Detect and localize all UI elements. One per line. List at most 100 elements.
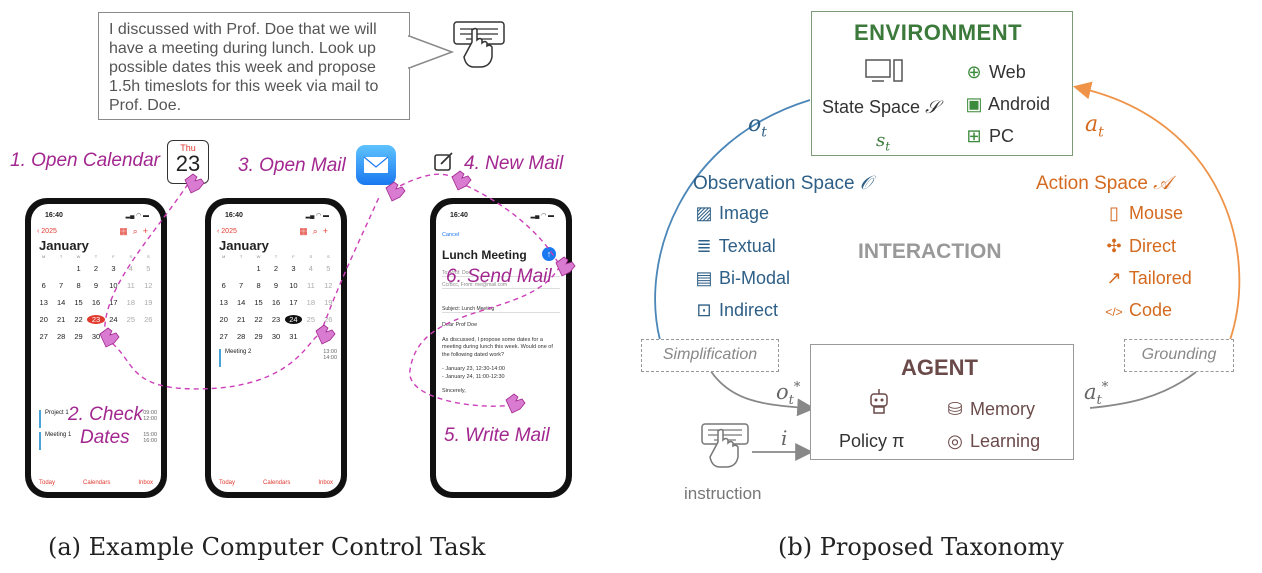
status-time: 16:40 <box>450 212 468 219</box>
calendar-day[interactable]: 16 <box>271 298 281 307</box>
calendar-day[interactable]: 29 <box>74 332 83 341</box>
mail-body[interactable]: Dear Prof Doe As discussed, I propose so… <box>442 322 560 396</box>
calendar-day[interactable]: 28 <box>236 332 246 341</box>
tab-today[interactable]: Today <box>39 480 56 486</box>
calendar-day[interactable]: 12 <box>324 281 333 290</box>
calendar-day[interactable]: 6 <box>221 281 226 290</box>
calendar-day[interactable]: 11 <box>306 281 315 290</box>
calendar-day[interactable]: 8 <box>76 281 81 290</box>
calendar-day[interactable]: 2 <box>273 264 279 273</box>
calendar-day[interactable]: 18 <box>126 298 136 307</box>
calendar-day[interactable]: 23 <box>87 315 105 324</box>
calendar-day[interactable]: 10 <box>109 281 118 290</box>
calendar-day[interactable]: 5 <box>326 264 331 273</box>
calendar-day[interactable]: 4 <box>128 264 133 273</box>
calendar-day[interactable]: 14 <box>56 298 66 307</box>
calendar-day[interactable]: 26 <box>324 315 333 324</box>
compose-icon[interactable] <box>432 150 456 174</box>
calendar-day[interactable]: 14 <box>236 298 246 307</box>
calendar-day[interactable]: 18 <box>306 298 316 307</box>
calendar-day[interactable]: 3 <box>291 264 296 273</box>
back-link[interactable]: ‹ 2025 <box>217 228 237 235</box>
ot-letter: o <box>748 112 762 137</box>
calendar-day[interactable]: 12 <box>144 281 153 290</box>
calendar-day[interactable]: 30 <box>271 332 281 341</box>
calendar-day[interactable]: 17 <box>289 298 298 307</box>
at-star-sup: * <box>1101 380 1109 395</box>
calendar-toolbar-icons[interactable]: ▦⌕+ <box>299 226 333 236</box>
weekday-label: M <box>42 254 46 259</box>
calendar-day[interactable]: 6 <box>41 281 46 290</box>
calendar-day[interactable]: 21 <box>56 315 66 324</box>
state-st: st <box>876 130 890 154</box>
calendar-day[interactable]: 15 <box>74 298 83 307</box>
calendar-day[interactable]: 1 <box>256 264 261 273</box>
calendar-day[interactable]: 25 <box>126 315 136 324</box>
calendar-day[interactable]: 13 <box>219 298 228 307</box>
to-field[interactable]: To: Prof. Doe <box>442 270 560 277</box>
calendar-day[interactable]: 11 <box>126 281 135 290</box>
calendar-day[interactable]: 20 <box>39 315 48 324</box>
at-star-letter: a <box>1084 380 1097 404</box>
calendar-day[interactable]: 25 <box>306 315 316 324</box>
calendar-day[interactable]: 31 <box>289 332 298 341</box>
calendar-day[interactable]: 29 <box>254 332 263 341</box>
calendar-day[interactable]: 13 <box>39 298 48 307</box>
calendar-day[interactable]: 22 <box>74 315 83 324</box>
calendar-day[interactable]: 3 <box>111 264 116 273</box>
event-start: 15:00 <box>143 432 157 438</box>
calendar-day[interactable]: 9 <box>273 281 279 290</box>
calendar-day[interactable]: 5 <box>146 264 151 273</box>
back-link[interactable]: ‹ 2025 <box>37 228 57 235</box>
at-letter: a <box>1085 112 1099 137</box>
cancel-button[interactable]: Cancel <box>442 232 460 238</box>
mail-subject-title: Lunch Meeting <box>442 248 527 262</box>
step-dates: Dates <box>80 427 130 448</box>
calendar-day[interactable]: 20 <box>219 315 228 324</box>
calendar-day[interactable]: 22 <box>254 315 263 324</box>
event-start: 13:00 <box>323 349 337 355</box>
calendar-day[interactable]: 30 <box>91 332 101 341</box>
obs-item-indirect: ⊡ Indirect <box>694 300 778 321</box>
calendar-day[interactable]: 19 <box>144 298 153 307</box>
env-item-label: PC <box>989 126 1015 146</box>
tab-calendars[interactable]: Calendars <box>263 480 291 486</box>
send-button[interactable]: ↑ <box>542 247 556 261</box>
calendar-day[interactable]: 23 <box>271 315 281 324</box>
mail-app-icon[interactable] <box>356 145 396 185</box>
tab-inbox[interactable]: Inbox <box>138 480 153 486</box>
calendar-day[interactable]: 24 <box>109 315 118 324</box>
calendar-day[interactable]: 26 <box>144 315 153 324</box>
calendar-day[interactable]: 16 <box>91 298 101 307</box>
calendar-app-icon[interactable]: Thu 23 <box>167 140 209 184</box>
calendar-toolbar-icons[interactable]: ▦⌕+ <box>119 226 153 236</box>
calendar-day[interactable]: 28 <box>56 332 66 341</box>
mouse-icon: ▯ <box>1109 203 1119 223</box>
calendar-day[interactable]: 15 <box>254 298 263 307</box>
calendar-day[interactable]: 7 <box>239 281 244 290</box>
calendar-day[interactable]: 27 <box>39 332 48 341</box>
calendar-day[interactable]: 19 <box>324 298 333 307</box>
act-item-label: Tailored <box>1128 268 1192 288</box>
tab-today[interactable]: Today <box>219 480 236 486</box>
calendar-day[interactable]: 7 <box>59 281 64 290</box>
calendar-day[interactable]: 24 <box>284 315 303 324</box>
calendar-day[interactable]: 8 <box>256 281 261 290</box>
subject-field[interactable]: Subject: Lunch Meeting <box>442 306 560 313</box>
calendar-day[interactable]: 2 <box>93 264 99 273</box>
calendar-day[interactable]: 21 <box>236 315 246 324</box>
calendar-day[interactable]: 4 <box>308 264 313 273</box>
database-icon: ⛁ <box>947 399 963 419</box>
tab-inbox[interactable]: Inbox <box>318 480 333 486</box>
calendar-day[interactable]: 10 <box>289 281 298 290</box>
calendar-day[interactable]: 27 <box>219 332 228 341</box>
calendar-day[interactable]: 1 <box>76 264 81 273</box>
cc-field[interactable]: Cc/Bcc, From: me@mail.com <box>442 282 560 289</box>
calendar-day[interactable]: 9 <box>93 281 99 290</box>
tab-calendars[interactable]: Calendars <box>83 480 111 486</box>
calendar-day[interactable]: 17 <box>109 298 118 307</box>
